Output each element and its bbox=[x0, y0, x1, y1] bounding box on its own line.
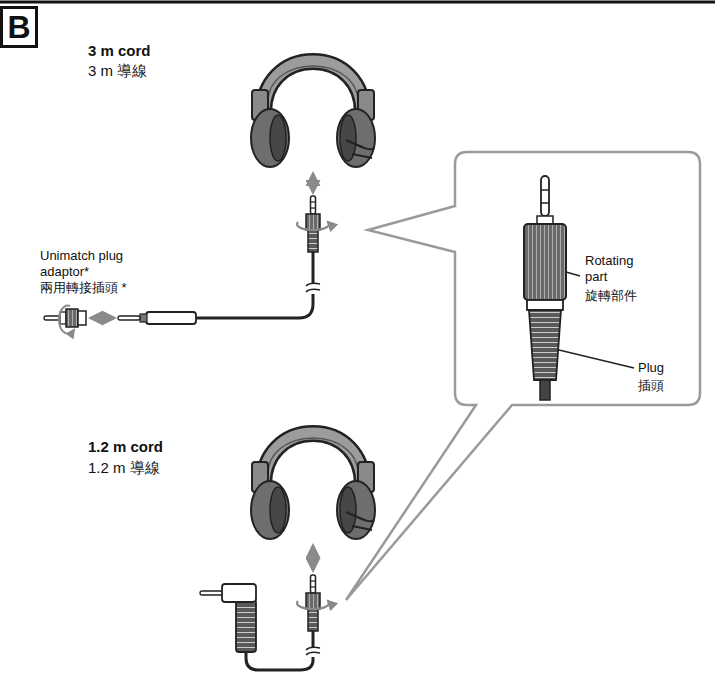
section-letter: B bbox=[7, 8, 30, 46]
part-label: 兩用轉接插頭 * bbox=[40, 280, 127, 296]
cord-length: 1.2 m 導線 bbox=[88, 459, 160, 478]
part-label: Rotating part bbox=[585, 253, 655, 284]
part-label: 插頭 bbox=[638, 378, 664, 394]
part-label: 旋轉部件 bbox=[585, 288, 637, 304]
cord-length: 3 m 導線 bbox=[88, 62, 147, 81]
section-letter-box: B bbox=[0, 6, 38, 48]
cord-length: 3 m cord bbox=[88, 42, 151, 61]
callout-outline bbox=[346, 152, 700, 600]
part-label: Plug bbox=[638, 360, 664, 376]
cord-length: 1.2 m cord bbox=[88, 438, 163, 457]
leader-line bbox=[559, 350, 634, 368]
leader-line bbox=[566, 272, 580, 276]
part-label: Unimatch plug adaptor* bbox=[40, 248, 140, 281]
callout-box: Rotating part 旋轉部件 Plug 插頭 bbox=[455, 152, 700, 405]
